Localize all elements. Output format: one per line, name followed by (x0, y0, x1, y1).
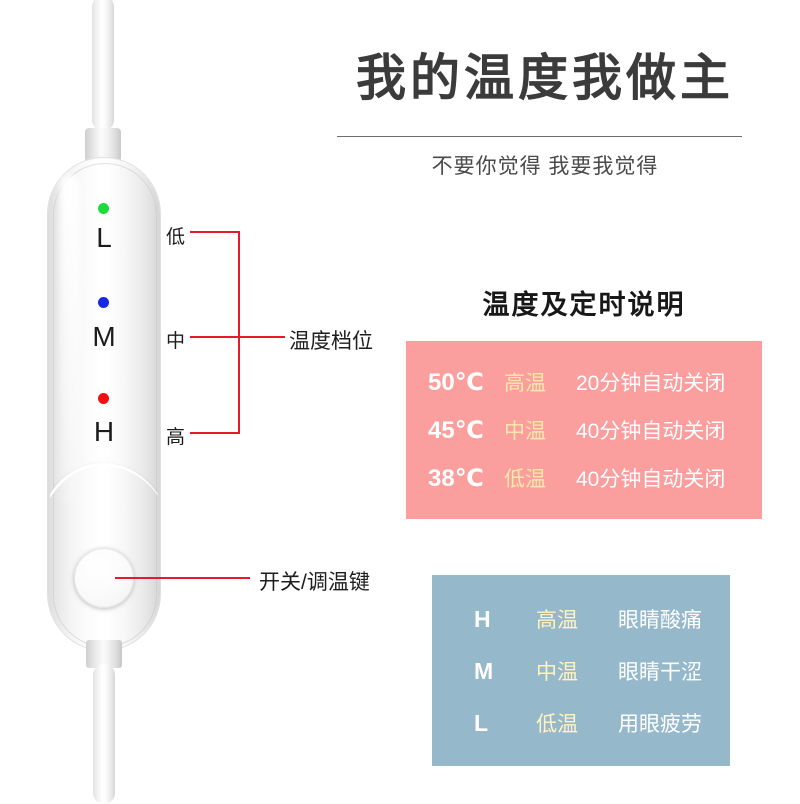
callout-bracket-vertical (238, 231, 240, 434)
callout-button-label: 开关/调温键 (259, 571, 370, 594)
callout-line-power-button (115, 577, 250, 579)
temp-value: 45℃ (428, 417, 484, 444)
mode-letter-low: L (96, 222, 112, 253)
usage-panel: H 高温 眼睛酸痛 M 中温 眼睛干涩 L 低温 用眼疲劳 (432, 575, 730, 766)
led-high-icon (98, 393, 109, 404)
callout-level-medium: 中 (166, 331, 186, 352)
callout-level-high: 高 (166, 427, 186, 448)
usage-code: H (474, 605, 491, 632)
mode-letter-medium: M (92, 321, 116, 352)
table-row: 50℃ 高温 20分钟自动关闭 (406, 367, 762, 397)
cable-bottom (93, 664, 115, 804)
temp-level: 中温 (504, 420, 546, 443)
temp-timer: 40分钟自动关闭 (576, 468, 726, 491)
usage-symptom: 用眼疲劳 (618, 712, 702, 736)
temp-level: 高温 (504, 372, 546, 395)
cable-top (92, 0, 114, 131)
usage-level: 高温 (536, 608, 578, 632)
callout-level-low: 低 (166, 227, 186, 248)
table-row: M 中温 眼睛干涩 (432, 656, 730, 686)
cable-collar-top (85, 128, 121, 162)
temp-level: 低温 (504, 468, 546, 491)
led-medium-icon (98, 297, 109, 308)
callout-line-medium (190, 336, 285, 338)
mode-letter-high: H (93, 416, 115, 447)
temp-timer: 20分钟自动关闭 (576, 372, 726, 395)
table-row: 45℃ 中温 40分钟自动关闭 (406, 415, 762, 445)
temp-value: 38℃ (428, 465, 484, 492)
led-low-icon (98, 203, 109, 214)
page-title: 我的温度我做主 (356, 50, 734, 106)
table-row: 38℃ 低温 40分钟自动关闭 (406, 463, 762, 493)
body-highlight (60, 175, 80, 505)
page-subtitle: 不要你觉得 我要我觉得 (431, 155, 659, 178)
callout-gear-label: 温度档位 (289, 330, 373, 353)
usage-symptom: 眼睛干涩 (618, 660, 702, 684)
usage-level: 低温 (536, 712, 578, 736)
usage-level: 中温 (536, 660, 578, 684)
usage-code: L (474, 709, 489, 736)
temperature-panel: 50℃ 高温 20分钟自动关闭 45℃ 中温 40分钟自动关闭 38℃ 低温 4… (406, 341, 762, 519)
callout-line-low (190, 231, 240, 233)
title-divider (337, 136, 742, 137)
table-row: L 低温 用眼疲劳 (432, 708, 730, 738)
usage-symptom: 眼睛酸痛 (618, 608, 702, 632)
table-row: H 高温 眼睛酸痛 (432, 604, 730, 634)
cable-collar-bottom (86, 640, 122, 668)
usage-code: M (474, 657, 494, 684)
temp-timer: 40分钟自动关闭 (576, 420, 726, 443)
temp-value: 50℃ (428, 369, 484, 396)
callout-line-high (190, 432, 240, 434)
temperature-panel-heading: 温度及定时说明 (482, 290, 686, 320)
